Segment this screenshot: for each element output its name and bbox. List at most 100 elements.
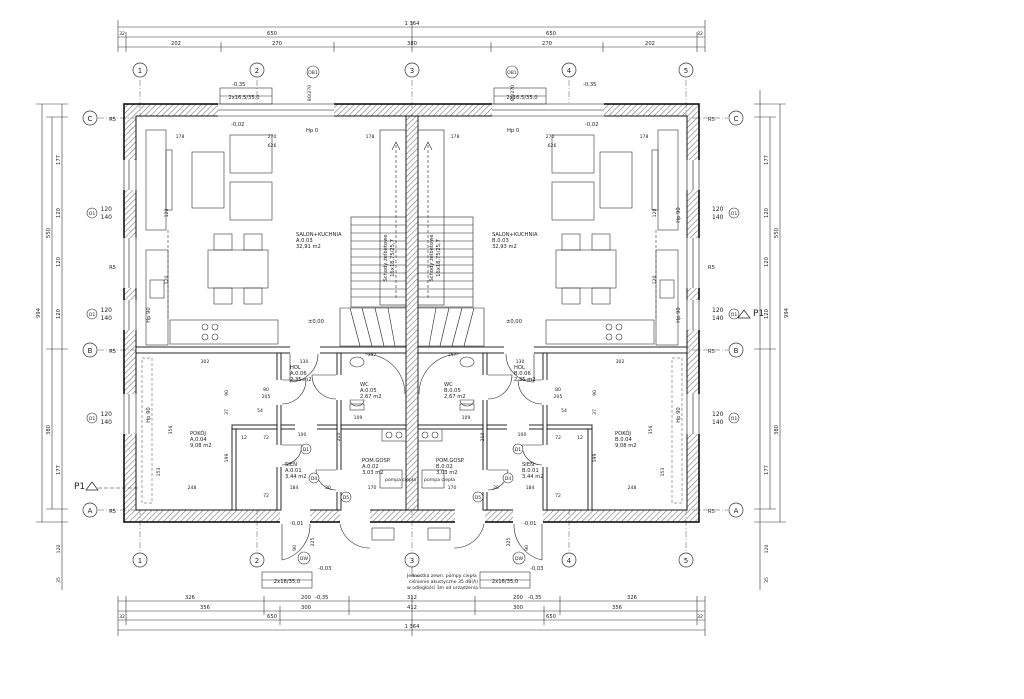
axis-row-c: C (734, 115, 739, 123)
dim-part-4: 270 (542, 41, 552, 47)
terrace-steps-top (219, 87, 547, 105)
room-code: B.0.05 (444, 388, 461, 394)
section-mark-p1: P1 (74, 482, 85, 492)
hp-mark: Hp 90 (676, 207, 682, 222)
section-arrow (85, 481, 99, 491)
hp-mark: Hp 90 (146, 407, 152, 422)
room-code: A.0.02 (362, 464, 379, 470)
dim-total-bottom: 1 364 (405, 624, 421, 630)
dim-side-overall-right: 994 (784, 307, 790, 318)
window-width: 120 (712, 206, 724, 213)
dim: 72 (555, 493, 561, 499)
dimension-top-labels: 1 364 650 650 32 32 202 270 380 270 202 (119, 21, 703, 47)
room-name: SALON+KUCHNIA (296, 232, 342, 238)
room-code: A.0.03 (296, 238, 313, 244)
dim-side-main-bottom-left: 380 (46, 425, 52, 435)
axis-col-3: 3 (410, 67, 414, 75)
window-height: 140 (101, 315, 113, 322)
level-mark: -0,35 (232, 82, 245, 88)
room-area: 3,44 m2 (522, 474, 544, 480)
dim-side-seg-left: 120 (56, 257, 62, 267)
room-code: A.0.05 (360, 388, 377, 394)
window-width: 120 (712, 307, 724, 314)
level-mark: -0,01 (523, 521, 536, 527)
stairs-spec-bottom: 2x16/35,0 (274, 579, 300, 585)
door-tag-d4: D4 (311, 476, 318, 482)
window-tag: O1 (89, 211, 96, 217)
dim-half-top-left: 650 (267, 31, 277, 37)
axis-col-2: 2 (255, 557, 259, 565)
dim: 20 (493, 485, 499, 491)
axis-col-5: 5 (684, 67, 688, 75)
dim: 37 (592, 409, 598, 415)
dim: 100 (298, 432, 307, 438)
dim: 12 (577, 435, 583, 441)
dim: 356 (168, 426, 174, 435)
dim-bottom-inner-2: 200 (301, 595, 311, 601)
dim-side-seg-left: 120 (56, 208, 62, 218)
dim: 109 (462, 415, 471, 421)
room-area: 32,93 m2 (492, 244, 517, 250)
door-swings (281, 353, 543, 561)
dim: 178 (366, 134, 375, 140)
dim-bottom-inner-1: 326 (185, 595, 195, 601)
level-mark: -0,02 (585, 122, 598, 128)
door-size: 80/270 (510, 85, 516, 101)
radiator-tag: R5 (708, 349, 715, 355)
interior-walls (135, 115, 688, 511)
dim: 100 (518, 432, 527, 438)
dim-bottom-inner-3: 312 (407, 595, 417, 601)
dim: 302 (201, 359, 210, 365)
hp-mark: Hp 0 (507, 128, 519, 134)
window-tag: O1 (89, 416, 96, 422)
door-tag-d4: D4 (505, 476, 512, 482)
heat-pump-note: Jednostka zewn. pompy ciepła ciśnienie a… (406, 567, 478, 591)
axis-bubbles-columns (132, 62, 694, 568)
dim-side-seg-right: 120 (764, 257, 770, 267)
dim-half-bottom-right: 650 (546, 614, 556, 620)
window-height: 140 (101, 214, 113, 221)
room-name: HOL (290, 365, 301, 371)
note-line-3: w odległości 3m od urządzenia (407, 584, 478, 591)
stairs-title-right: Schody żelbetowe (429, 234, 435, 281)
room-name: POKÓJ (190, 430, 206, 437)
axis-row-c: C (88, 115, 93, 123)
window-width: 120 (712, 411, 724, 418)
furniture-left (145, 129, 279, 346)
dim-part-2: 270 (272, 41, 282, 47)
room-code: B.0.06 (514, 371, 531, 377)
note-line-2: ciśnienie akustyczne 35 dB(A) (409, 578, 478, 585)
room-dashed-outlines (141, 357, 683, 504)
dim: 170 (368, 485, 377, 491)
dim-bottom-inner-5: 326 (627, 595, 637, 601)
hp-mark: Hp 90 (676, 407, 682, 422)
axis-col-1: 1 (138, 557, 142, 565)
dim: 20 (325, 485, 331, 491)
level-mark: -0,02 (231, 122, 244, 128)
dim: 90 (592, 390, 598, 396)
dim: 72 (263, 493, 269, 499)
room-area: 2,67 m2 (360, 394, 382, 400)
window-tags (86, 207, 740, 424)
door-tag-dw: DW (515, 556, 524, 562)
level-mark: ±0,00 (506, 319, 522, 325)
dim: 199 (592, 454, 598, 463)
dim: 205 (554, 394, 563, 400)
level-mark: -0,01 (290, 521, 303, 527)
dim-side-small-right: 120 (764, 545, 770, 554)
exterior-steps (261, 527, 531, 589)
room-code: B.0.01 (522, 468, 539, 474)
stairs-spec-top: 2x16,5/35,0 (506, 95, 537, 101)
dim: 90 (524, 545, 530, 551)
window-width: 120 (101, 307, 113, 314)
dim-bottom-outer-5: 356 (612, 605, 622, 611)
dim-side-seg-right: 177 (764, 465, 770, 475)
dim-half-bottom-left: 650 (267, 614, 277, 620)
axis-bubbles-rows (82, 110, 744, 518)
door-tag-d5: D5 (475, 495, 482, 501)
room-name: SIEŃ (522, 461, 534, 468)
dim: 120 (164, 209, 170, 218)
dim: 72 (555, 435, 561, 441)
dim: 157 (448, 352, 457, 358)
radiator-tag: R5 (708, 265, 715, 271)
